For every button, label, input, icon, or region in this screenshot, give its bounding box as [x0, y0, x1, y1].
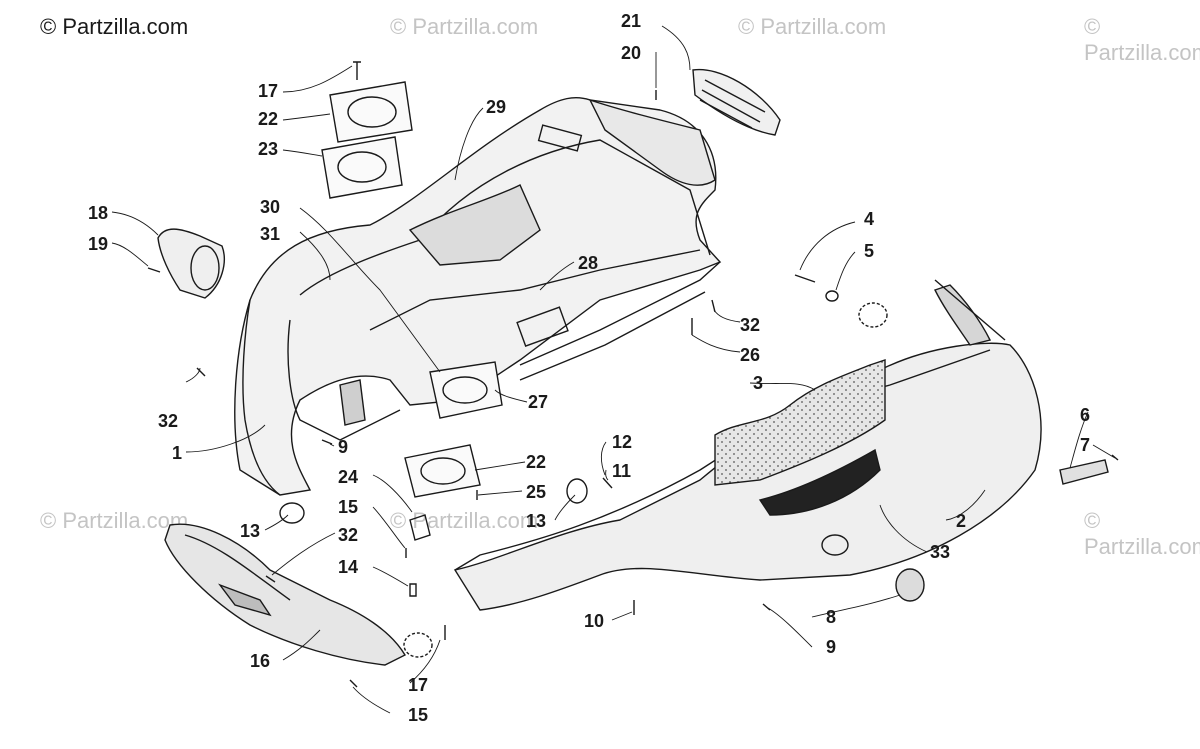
insulation-pad — [714, 359, 886, 486]
body-pan-lower-rail-2 — [519, 291, 706, 381]
hose-clamp-left — [279, 502, 305, 524]
front-belly-pan-slot — [218, 583, 272, 617]
callout-22-lower: 22 — [526, 452, 547, 472]
callout-17: 17 — [258, 81, 279, 101]
partzilla-watermark-faded: © Partzilla.com — [390, 14, 539, 39]
front-belly-pan — [164, 523, 406, 666]
gasket-plate-lower — [404, 444, 481, 498]
callout-27: 27 — [528, 392, 549, 412]
decal-panel — [758, 448, 881, 516]
callout-32-mid: 32 — [338, 525, 359, 545]
callout-18: 18 — [88, 203, 109, 223]
body-pan-lower-rail — [519, 261, 721, 366]
rivet-32-lower — [265, 575, 276, 583]
callout-32-left: 32 — [158, 411, 179, 431]
washer-5-large — [858, 302, 888, 328]
callout-4: 4 — [864, 209, 875, 229]
bolt-4 — [794, 274, 816, 283]
hose-clamp-right — [566, 478, 588, 504]
body-pan — [234, 97, 722, 496]
screw-9-lower — [762, 603, 771, 611]
right-body-panel-rail-2 — [934, 279, 1006, 341]
body-pan-tunnel — [408, 184, 541, 266]
spring-11 — [602, 477, 613, 489]
body-pan-left-vent — [339, 379, 366, 426]
reflector-plate — [1059, 459, 1109, 485]
callout-19: 19 — [88, 234, 109, 254]
callout-12: 12 — [612, 432, 633, 452]
callout-6: 6 — [1080, 405, 1091, 425]
screw-9-left — [321, 439, 333, 445]
partzilla-watermark-faded: © Partzilla.com — [1084, 508, 1200, 559]
partzilla-watermark-faded: © Partzilla.com — [390, 508, 539, 533]
air-box-flange-hole — [442, 376, 488, 404]
body-pan-left-wall-inner — [287, 319, 401, 441]
callout-8: 8 — [826, 607, 837, 627]
callout-30: 30 — [260, 197, 281, 217]
intake-boot-opening — [190, 245, 220, 291]
washer-5 — [825, 290, 839, 302]
callout-32-right: 32 — [740, 315, 761, 335]
callout-15-upper: 15 — [338, 497, 359, 517]
partzilla-watermark-faded: © Partzilla.com — [40, 508, 189, 533]
callout-9-left: 9 — [338, 437, 349, 457]
screw-15-lower — [349, 679, 358, 688]
callout-16: 16 — [250, 651, 271, 671]
partzilla-watermark: © Partzilla.com — [40, 14, 189, 39]
callout-20: 20 — [621, 43, 642, 63]
callout-21: 21 — [621, 11, 642, 31]
gasket-plate-top-hole — [347, 96, 397, 128]
callout-33: 33 — [930, 542, 951, 562]
fastener-17-top — [353, 61, 361, 80]
plug-opening — [821, 534, 849, 556]
air-box-flange — [429, 361, 503, 419]
screw-19 — [147, 267, 161, 273]
rivet-32-left — [196, 367, 206, 377]
body-pan-left-wall — [242, 299, 281, 496]
callout-29: 29 — [486, 97, 507, 117]
callout-13-left: 13 — [240, 521, 261, 541]
callout-28: 28 — [578, 253, 599, 273]
callout-13-right: 13 — [526, 511, 547, 531]
gasket-plate-top — [329, 81, 413, 143]
vent-grille — [692, 68, 781, 136]
side-panel-right — [588, 98, 716, 186]
gasket-plate-second-hole — [337, 151, 387, 183]
callout-31: 31 — [260, 224, 281, 244]
clip-14 — [409, 583, 417, 597]
body-pan-floor — [369, 249, 701, 331]
callout-24: 24 — [338, 467, 359, 487]
partzilla-watermark-faded: © Partzilla.com — [1084, 14, 1200, 65]
body-pan-bracket — [516, 306, 569, 347]
front-belly-pan-inner — [184, 534, 291, 601]
callout-22: 22 — [258, 109, 279, 129]
leader-lines — [111, 25, 1116, 714]
callout-11: 11 — [612, 461, 632, 481]
plug-grommet — [895, 568, 925, 602]
partzilla-watermark-faded: © Partzilla.com — [738, 14, 887, 39]
callout-23: 23 — [258, 139, 279, 159]
callout-15-lower: 15 — [408, 705, 429, 725]
bracket-24 — [409, 514, 431, 541]
gasket-plate-lower-hole — [420, 457, 466, 485]
callout-3: 3 — [753, 373, 764, 393]
callout-1: 1 — [172, 443, 183, 463]
right-body-panel-rail — [934, 284, 992, 346]
callout-25: 25 — [526, 482, 547, 502]
body-pan-label-plate — [537, 124, 583, 152]
washer-17-lower — [403, 632, 433, 658]
callout-17-lower: 17 — [408, 675, 429, 695]
callout-26: 26 — [740, 345, 761, 365]
callout-9-lower: 9 — [826, 637, 837, 657]
gasket-plate-second — [321, 136, 403, 199]
callout-7: 7 — [1080, 435, 1091, 455]
callout-14: 14 — [338, 557, 359, 577]
callout-10: 10 — [584, 611, 605, 631]
callout-2: 2 — [956, 511, 967, 531]
callout-5: 5 — [864, 241, 875, 261]
